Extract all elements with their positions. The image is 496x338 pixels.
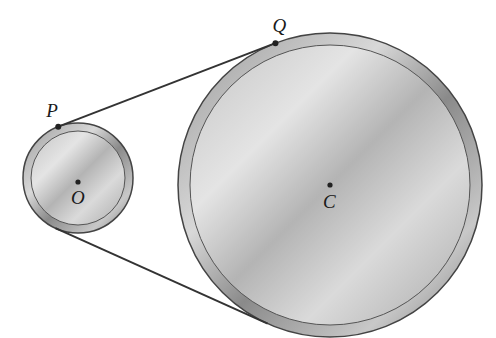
point-dot (272, 40, 278, 46)
point-label: O (71, 188, 85, 207)
small-pulley-rim (23, 123, 133, 233)
point-label: Q (272, 16, 286, 35)
belt-line (58, 43, 275, 127)
small-pulley-face (31, 131, 125, 225)
belt-line (55, 228, 267, 323)
large-pulley-face (190, 45, 470, 325)
point-label: C (323, 192, 336, 211)
large-pulley-rim (178, 33, 482, 337)
point-dot (55, 124, 61, 130)
center-dot (75, 179, 80, 184)
center-dot (327, 182, 332, 187)
point-label: P (46, 101, 58, 120)
